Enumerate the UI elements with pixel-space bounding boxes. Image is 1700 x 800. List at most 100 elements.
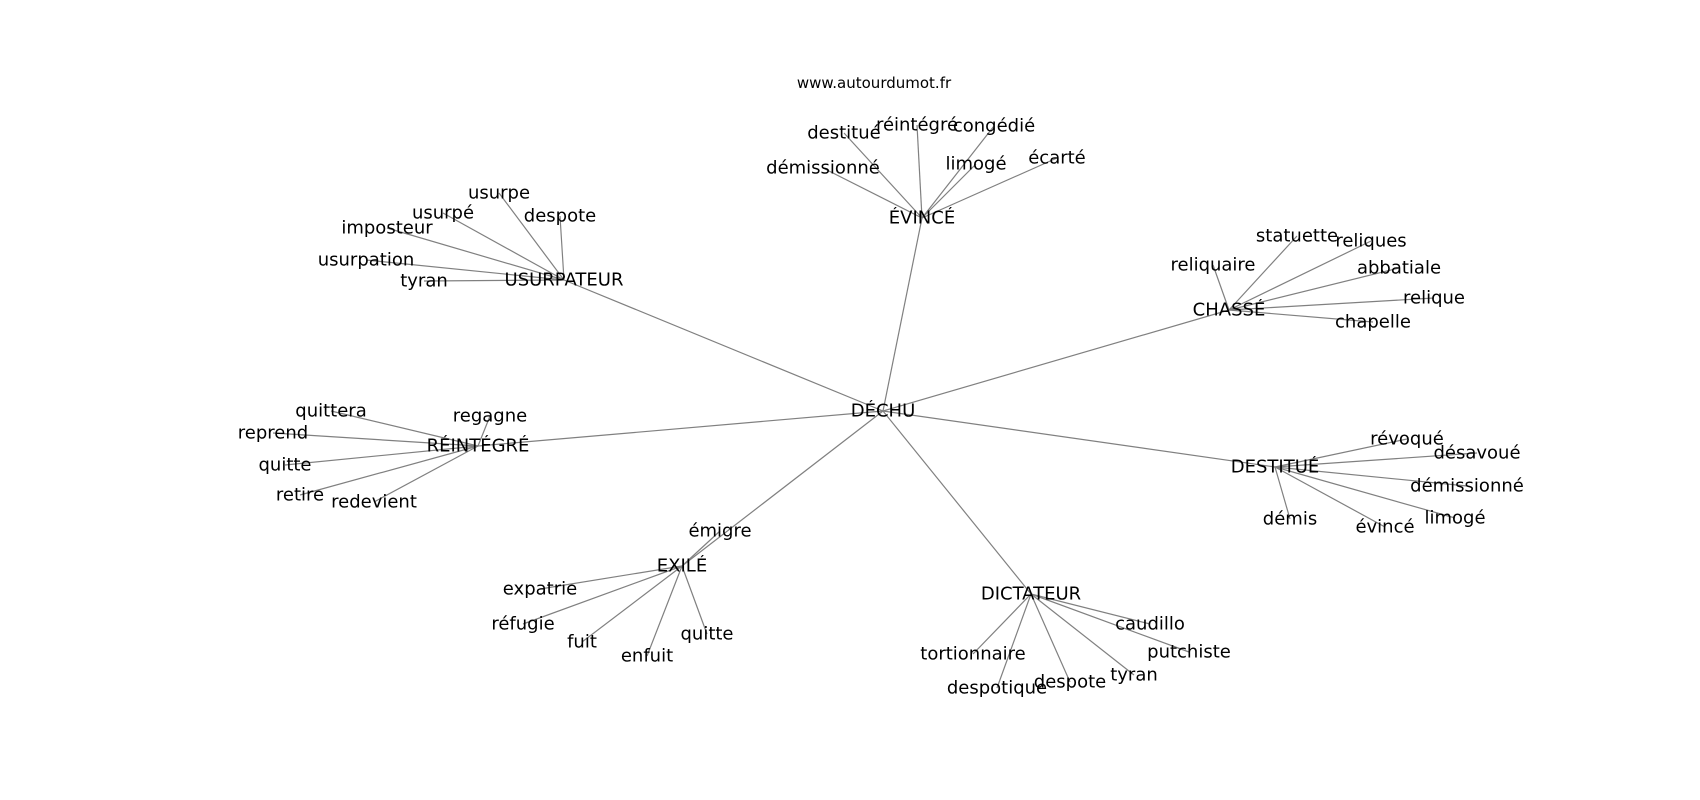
edge-center-hub xyxy=(681,410,884,567)
leaf-node-label: destitué xyxy=(807,123,880,144)
leaf-node-label: statuette xyxy=(1256,226,1338,247)
leaf-node-label: désavoué xyxy=(1433,443,1520,464)
leaf-node-label: redevient xyxy=(331,492,417,513)
edge-hub-leaf xyxy=(921,163,977,219)
edge-hub-leaf xyxy=(996,593,1032,689)
leaf-node-label: tyran xyxy=(400,271,448,292)
edge-hub-leaf xyxy=(477,415,491,447)
edge-center-hub xyxy=(882,217,923,412)
edge-hub-leaf xyxy=(498,192,565,281)
edge-hub-leaf xyxy=(1228,240,1372,311)
edge-hub-leaf xyxy=(299,445,479,496)
leaf-node-label: évincé xyxy=(1355,517,1414,538)
edge-hub-leaf xyxy=(1228,267,1400,311)
edge-hub-leaf xyxy=(1274,438,1408,468)
edge-hub-leaf xyxy=(284,445,479,466)
edge-hub-leaf xyxy=(522,565,683,625)
edge-hub-leaf xyxy=(539,565,683,590)
edge-hub-leaf xyxy=(1228,235,1298,311)
leaf-node-label: regagne xyxy=(453,406,527,427)
edge-hub-leaf xyxy=(1274,466,1468,487)
leaf-node-label: démis xyxy=(1263,509,1317,530)
edge-hub-leaf xyxy=(1228,309,1374,323)
leaf-node-label: fuit xyxy=(567,632,597,653)
leaf-node-label: réintégré xyxy=(876,115,958,136)
edge-hub-leaf xyxy=(1274,466,1386,528)
hub-node-label: RÉINTÉGRÉ xyxy=(427,435,530,457)
leaf-node-label: révoqué xyxy=(1370,429,1444,450)
leaf-node-label: congédié xyxy=(953,116,1035,137)
edge-hub-leaf xyxy=(646,565,683,657)
edge-hub-leaf xyxy=(916,124,923,219)
leaf-node-label: limogé xyxy=(945,154,1006,175)
leaf-node-label: tortionnaire xyxy=(920,644,1025,665)
hub-node-label: EXILÉ xyxy=(657,555,707,577)
hub-node-label: DESTITUÉ xyxy=(1231,456,1320,478)
edge-hub-leaf xyxy=(921,157,1058,219)
edge-hub-leaf xyxy=(681,565,708,635)
leaf-node-label: démissionné xyxy=(1410,476,1524,497)
edge-center-hub xyxy=(563,279,884,412)
edge-hub-leaf xyxy=(1274,452,1478,468)
leaf-node-label: relique xyxy=(1403,288,1465,309)
leaf-node-label: limogé xyxy=(1424,508,1485,529)
leaf-node-label: quitte xyxy=(680,624,733,645)
leaf-node-label: démissionné xyxy=(766,158,880,179)
edge-hub-leaf xyxy=(843,132,923,219)
edge-hub-leaf xyxy=(822,167,923,219)
edge-hub-leaf xyxy=(1274,466,1456,519)
edge-hub-leaf xyxy=(1030,593,1151,625)
edge-hub-leaf xyxy=(442,212,565,281)
hub-node-label: DICTATEUR xyxy=(981,584,1081,605)
edge-hub-leaf xyxy=(272,432,479,447)
leaf-node-label: écarté xyxy=(1028,148,1086,169)
leaf-node-label: expatrie xyxy=(503,579,577,600)
edge-center-hub xyxy=(477,410,884,447)
leaf-node-label: retire xyxy=(276,485,324,506)
edge-hub-leaf xyxy=(681,530,721,567)
leaf-node-label: quittera xyxy=(295,401,366,422)
edge-hub-leaf xyxy=(1030,593,1071,683)
site-watermark: www.autourdumot.fr xyxy=(797,74,952,92)
leaf-node-label: chapelle xyxy=(1335,312,1411,333)
edge-hub-leaf xyxy=(1030,593,1135,676)
leaf-node-label: reliquaire xyxy=(1170,255,1255,276)
edge-hub-leaf xyxy=(921,125,995,219)
leaf-node-label: reliques xyxy=(1335,231,1406,252)
leaf-node-label: enfuit xyxy=(621,646,673,667)
edge-hub-leaf xyxy=(373,445,479,503)
edge-center-hub xyxy=(882,410,1276,468)
edge-hub-leaf xyxy=(1274,466,1291,520)
hub-node-label: USURPATEUR xyxy=(505,270,624,291)
edge-center-hub xyxy=(882,410,1032,595)
leaf-node-label: putchiste xyxy=(1147,642,1231,663)
edge-hub-leaf xyxy=(365,259,565,281)
edge-hub-leaf xyxy=(386,227,565,281)
leaf-node-label: abbatiale xyxy=(1357,258,1441,279)
edge-hub-leaf xyxy=(330,410,479,447)
edge-hub-leaf xyxy=(423,279,565,282)
leaf-node-label: réfugie xyxy=(491,614,554,635)
center-node-label: DÉCHU xyxy=(851,400,916,422)
leaf-node-label: imposteur xyxy=(341,218,433,239)
leaf-node-label: despotique xyxy=(947,678,1047,699)
leaf-node-label: usurpe xyxy=(468,183,530,204)
leaf-node-label: quitte xyxy=(258,455,311,476)
edge-hub-leaf xyxy=(581,565,683,643)
graph-edges xyxy=(272,124,1478,689)
hub-node-label: CHASSÉ xyxy=(1193,299,1266,321)
leaf-node-label: émigre xyxy=(688,521,751,542)
edge-hub-leaf xyxy=(972,593,1032,655)
leaf-node-label: reprend xyxy=(238,423,308,444)
leaf-node-label: usurpé xyxy=(412,203,474,224)
edge-hub-leaf xyxy=(1030,593,1190,653)
leaf-node-label: usurpation xyxy=(318,250,415,271)
leaf-node-label: caudillo xyxy=(1115,614,1185,635)
hub-node-label: ÉVINCÉ xyxy=(889,207,955,229)
leaf-node-label: despote xyxy=(524,206,596,227)
edge-hub-leaf xyxy=(559,215,565,281)
leaf-node-label: despote xyxy=(1034,672,1106,693)
leaf-node-label: tyran xyxy=(1110,665,1158,686)
